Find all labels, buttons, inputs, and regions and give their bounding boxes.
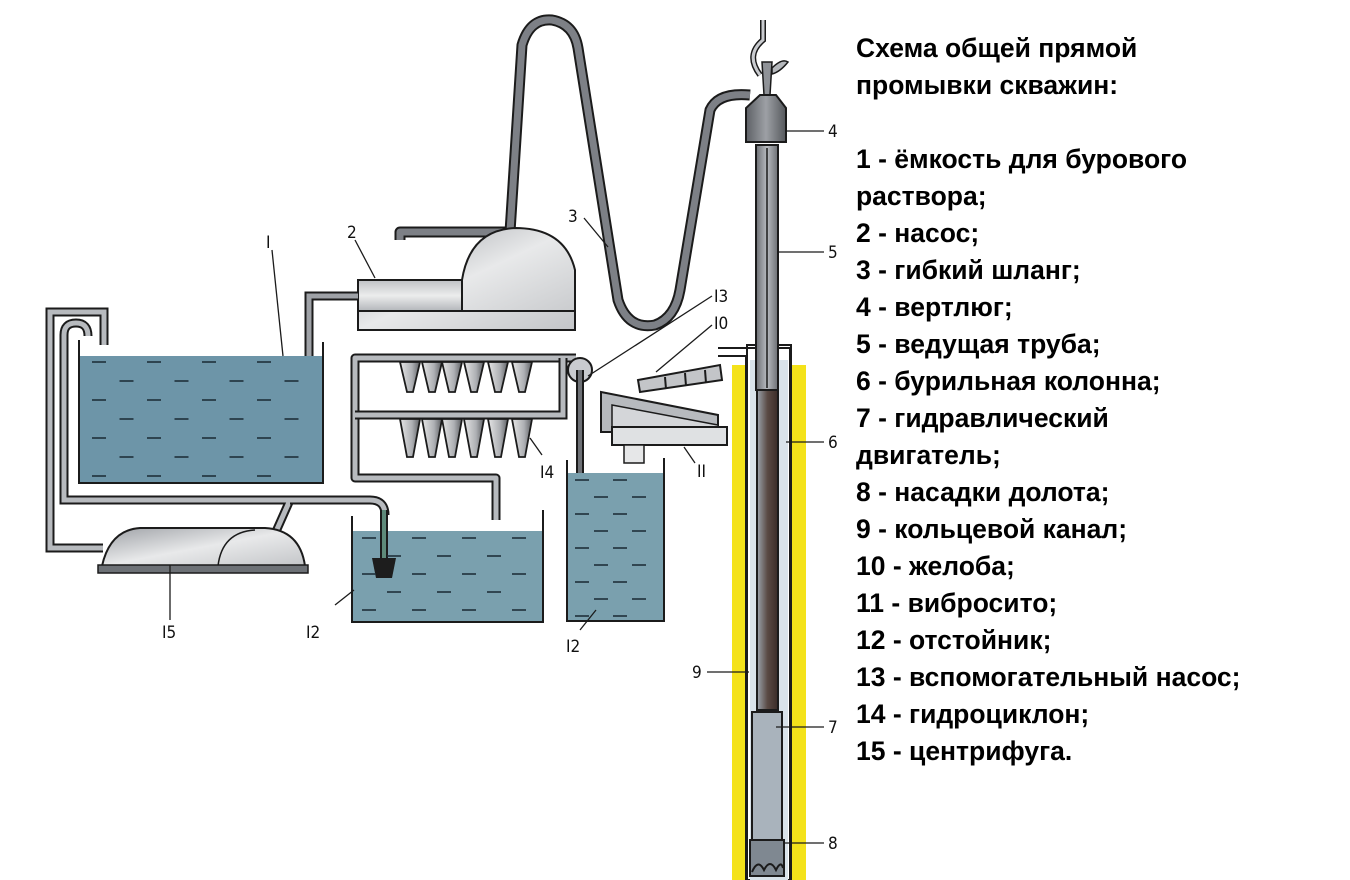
hydrocyclone-cone bbox=[440, 361, 464, 393]
diagram-title: Схема общей прямой промывки скважин: bbox=[856, 30, 1336, 104]
liquid-dashes bbox=[362, 537, 526, 611]
callout-9: 9 bbox=[692, 663, 702, 683]
liquid-dashes bbox=[92, 361, 299, 477]
flexible-hose bbox=[394, 14, 751, 332]
hydrocyclones bbox=[398, 361, 534, 458]
legend-item-9: 9 - кольцевой канал; bbox=[856, 514, 1128, 544]
callout-15: I5 bbox=[162, 623, 176, 643]
callout-lines bbox=[169, 130, 824, 844]
legend-item-7: 7 - гидравлический двигатель; bbox=[856, 403, 1109, 470]
callout-8: 8 bbox=[828, 834, 838, 854]
callout-1: I bbox=[266, 233, 271, 253]
hydrocyclone-cone bbox=[486, 418, 510, 458]
hydrocyclone-cone bbox=[440, 418, 464, 458]
legend-item-4: 4 - вертлюг; bbox=[856, 292, 1013, 322]
legend-item-11: 11 - вибросито; bbox=[856, 588, 1058, 618]
legend-item-15: 15 - центрифуга. bbox=[856, 736, 1073, 766]
hydrocyclone-cone bbox=[486, 361, 510, 393]
drill-string bbox=[756, 389, 779, 711]
legend-item-3: 3 - гибкий шланг; bbox=[856, 255, 1081, 285]
callout-7: 7 bbox=[828, 718, 838, 738]
hydrocyclone-cone bbox=[398, 418, 422, 458]
legend-item-12: 12 - отстойник; bbox=[856, 625, 1052, 655]
callout-6: 6 bbox=[828, 433, 838, 453]
title-line: промывки скважин: bbox=[856, 70, 1119, 100]
legend-item-8: 8 - насадки долота; bbox=[856, 477, 1110, 507]
legend-item-14: 14 - гидроциклон; bbox=[856, 699, 1090, 729]
pump bbox=[357, 226, 576, 331]
legend-item-6: 6 - бурильная колонна; bbox=[856, 366, 1161, 396]
centrifuge bbox=[97, 527, 309, 574]
callout-2: 2 bbox=[347, 223, 357, 243]
swivel bbox=[745, 20, 790, 143]
legend-panel: Схема общей прямой промывки скважин: 1 -… bbox=[856, 30, 1336, 770]
callout-3: 3 bbox=[568, 207, 578, 227]
kelly-pipe bbox=[755, 144, 779, 391]
callout-14: I4 bbox=[540, 463, 554, 483]
hydrocyclone-cone bbox=[510, 361, 534, 393]
hydrocyclone-cone bbox=[398, 361, 422, 393]
hydrocyclone-cone bbox=[462, 361, 486, 393]
callout-5: 5 bbox=[828, 243, 838, 263]
settling-tank-b bbox=[566, 458, 665, 622]
drill-bit bbox=[749, 839, 785, 877]
title-line: Схема общей прямой bbox=[856, 33, 1138, 63]
legend-item-13: 13 - вспомогательный насос; bbox=[856, 662, 1241, 692]
callout-12b: I2 bbox=[566, 637, 580, 657]
hydraulic-motor bbox=[751, 711, 783, 843]
liquid-dashes bbox=[575, 479, 646, 617]
callout-4: 4 bbox=[828, 122, 838, 142]
hydrocyclone-cone bbox=[420, 418, 444, 458]
hydrocyclone-manifold bbox=[350, 353, 576, 520]
chute bbox=[636, 363, 724, 394]
legend-item-5: 5 - ведущая труба; bbox=[856, 329, 1101, 359]
legend-item-10: 10 - желоба; bbox=[856, 551, 1015, 581]
callout-12a: I2 bbox=[306, 623, 320, 643]
shale-shaker bbox=[600, 390, 728, 464]
settling-tank-a bbox=[351, 510, 544, 623]
legend-item-2: 2 - насос; bbox=[856, 218, 980, 248]
hydrocyclone-cone bbox=[462, 418, 486, 458]
drilling-flush-diagram: I 2 3 4 5 6 7 8 9 I0 II I2 I2 I3 I4 I5 bbox=[45, 14, 838, 880]
hydrocyclone-cone bbox=[420, 361, 444, 393]
callout-labels: I 2 3 4 5 6 7 8 9 I0 II I2 I2 I3 I4 I5 bbox=[162, 122, 838, 854]
legend-item-1: 1 - ёмкость для бурового раствора; bbox=[856, 144, 1188, 211]
mud-tank-1 bbox=[78, 340, 324, 484]
callout-10: I0 bbox=[714, 314, 728, 334]
callout-13: I3 bbox=[714, 287, 728, 307]
callout-11: II bbox=[697, 462, 706, 482]
hydrocyclone-cone bbox=[510, 418, 534, 458]
